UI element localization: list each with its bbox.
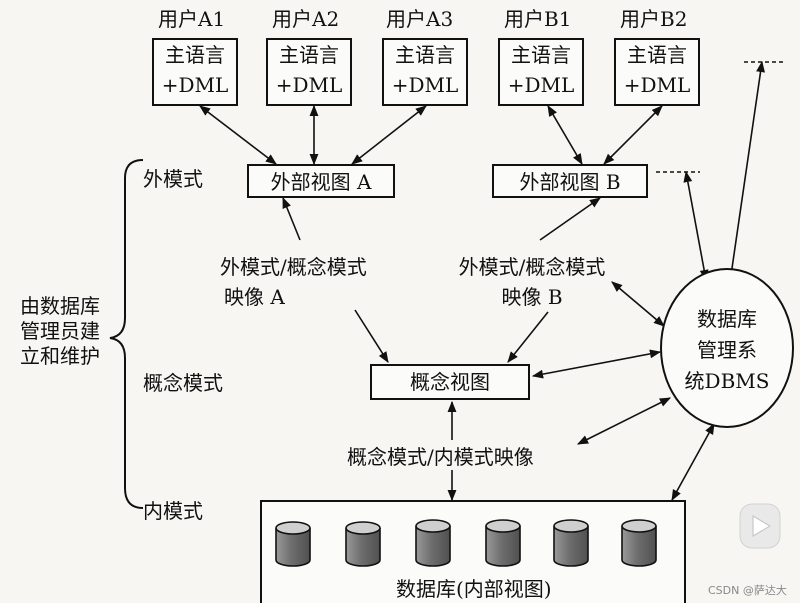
- dbms-line2: 管理系: [697, 338, 757, 362]
- admin-note: 由数据库 管理员建 立和维护: [20, 294, 100, 369]
- user-b1-box: 主语言 +DML: [498, 38, 584, 106]
- user-b1-label: 用户B1: [504, 7, 572, 31]
- user-a2-host-language: 主语言: [279, 43, 339, 67]
- user-a1-label: 用户A1: [158, 7, 226, 31]
- mapping-b-line1: 外模式/概念模式: [458, 255, 606, 279]
- user-a2-label: 用户A2: [272, 7, 340, 31]
- arrow-a3-view-a: [351, 105, 427, 165]
- user-a3-host-language: 主语言: [395, 43, 455, 67]
- dbms-circle: 数据库 管理系 统DBMS: [660, 268, 794, 428]
- user-b2-host-language: 主语言: [627, 43, 687, 67]
- arrow-a1-view-a: [199, 105, 277, 165]
- external-view-a: 外部视图 A: [247, 164, 395, 198]
- arrow-dbms-map-ci: [576, 397, 672, 445]
- external-schema-label: 外模式: [143, 167, 203, 191]
- user-b2-box: 主语言 +DML: [614, 38, 700, 106]
- conceptual-schema-label: 概念模式: [143, 371, 223, 395]
- user-a3-box: 主语言 +DML: [382, 38, 468, 106]
- cylinder-5: [553, 519, 589, 567]
- arrow-map-a-up: [282, 196, 301, 241]
- arrow-dbms-top-2: [727, 60, 765, 284]
- dbms-line3: 统DBMS: [684, 369, 770, 393]
- mapping-b-line2: 映像 B: [501, 285, 563, 309]
- user-a3-label: 用户A3: [386, 7, 454, 31]
- arrow-b1-view-b: [547, 105, 583, 165]
- user-a2-dml: +DML: [275, 73, 343, 97]
- mapping-a-line2: 映像 A: [224, 285, 285, 309]
- user-a3-dml: +DML: [391, 73, 459, 97]
- cylinder-6: [621, 519, 657, 567]
- database-box: [260, 500, 686, 603]
- user-a1-host-language: 主语言: [165, 43, 225, 67]
- arrow-b2-view-b: [603, 105, 663, 165]
- mapping-a-line1: 外模式/概念模式: [220, 255, 367, 279]
- conceptual-internal-mapping: 概念模式/内模式映像: [347, 445, 534, 469]
- mapping-b-label: 外模式/概念模式 映像 B: [444, 252, 620, 312]
- admin-note-line1: 由数据库: [20, 294, 100, 318]
- dbms-line1: 数据库: [697, 307, 757, 331]
- user-b2-dml: +DML: [623, 73, 691, 97]
- mapping-a-label: 外模式/概念模式 映像 A: [220, 252, 367, 312]
- cylinder-1: [275, 521, 311, 567]
- admin-note-line2: 管理员建: [20, 319, 100, 343]
- user-a1-box: 主语言 +DML: [152, 38, 238, 106]
- watermark-text: CSDN @萨达大: [708, 584, 787, 597]
- arrow-dbms-concept: [531, 349, 662, 379]
- database-label: 数据库(内部视图): [396, 577, 552, 601]
- arrow-dbms-map-b: [611, 281, 665, 327]
- cylinder-2: [345, 521, 381, 567]
- conceptual-view: 概念视图: [370, 364, 530, 400]
- arrow-map-a-down: [354, 309, 389, 363]
- user-b1-host-language: 主语言: [511, 43, 571, 67]
- user-a1-dml: +DML: [161, 73, 229, 97]
- external-view-b: 外部视图 B: [492, 164, 648, 198]
- cylinder-3: [415, 519, 451, 567]
- arrow-dbms-top-1: [683, 170, 709, 282]
- user-b1-dml: +DML: [507, 73, 575, 97]
- user-b2-label: 用户B2: [620, 7, 688, 31]
- admin-note-line3: 立和维护: [20, 344, 100, 368]
- cylinder-4: [485, 519, 521, 567]
- arrow-map-b-up: [539, 197, 601, 241]
- arrow-dbms-database: [671, 423, 715, 501]
- internal-schema-label: 内模式: [143, 499, 203, 523]
- user-a2-box: 主语言 +DML: [266, 38, 352, 106]
- admin-brace: [109, 159, 144, 509]
- arrow-map-b-down: [507, 311, 549, 363]
